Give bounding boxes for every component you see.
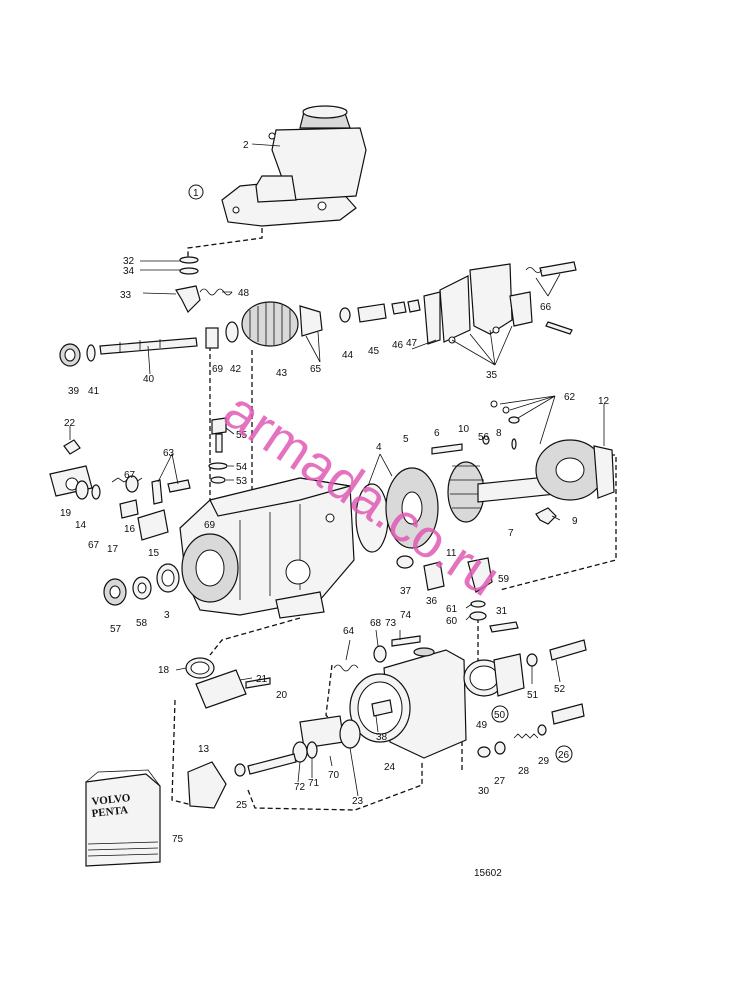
governor-linkage-plates [423,261,577,345]
governor-shaft-assembly [59,299,421,367]
callout-43: 43 [276,368,288,379]
leader-lines [69,143,605,839]
callout-25: 25 [236,800,248,811]
callout-19: 19 [60,508,72,519]
instruction-manual: VOLVO PENTA [85,769,161,867]
callout-12: 12 [598,396,610,407]
callout-17: 17 [107,544,119,555]
callout-68: 68 [370,618,382,629]
callout-39: 39 [68,386,80,397]
callout-47: 47 [406,338,418,349]
callout-55: 55 [236,430,248,441]
callout-48: 48 [238,288,250,299]
callout-34: 34 [123,266,135,277]
left-side-components [49,439,191,541]
callout-5: 5 [403,434,409,445]
callout-16: 16 [124,524,136,535]
assembly-lines [171,228,617,811]
callout-3: 3 [164,610,170,621]
callout-63: 63 [163,448,175,459]
callout-27: 27 [494,776,506,787]
callout-65: 65 [310,364,322,375]
callout-30: 30 [478,786,490,797]
callout-60: 60 [446,616,458,627]
callout-20: 20 [276,690,288,701]
solenoid-and-valve-set [396,555,519,633]
callout-10: 10 [458,424,470,435]
callout-67-left: 67 [88,540,100,551]
callout-8: 8 [496,428,502,439]
callout-61: 61 [446,604,458,615]
callout-32: 32 [123,256,135,267]
drive-shaft-assembly [355,400,615,553]
callout-46: 46 [392,340,404,351]
hydraulic-head-assembly [187,635,467,809]
manual-brand-line1: VOLVO [91,792,131,808]
callout-72: 72 [294,782,306,793]
callout-52: 52 [554,684,566,695]
callout-70: 70 [328,770,340,781]
callout-24: 24 [384,762,396,773]
bleed-screw-set [208,417,228,484]
callout-50: 50 [494,710,506,721]
callout-54: 54 [236,462,248,473]
front-nut-washer-seal [103,563,180,606]
callout-49: 49 [476,720,488,731]
callout-38: 38 [376,732,388,743]
callout-13: 13 [198,744,210,755]
callout-41: 41 [88,386,100,397]
callout-31: 31 [496,606,508,617]
callout-1: 1 [193,188,199,199]
callout-29: 29 [538,756,550,767]
manual-brand-line2: PENTA [91,804,129,820]
callout-56: 56 [478,432,490,443]
callout-66: 66 [540,302,552,313]
callout-69-upper: 69 [212,364,224,375]
outlet-valve-set [463,639,587,758]
callout-33: 33 [120,290,132,301]
callout-26: 26 [558,750,570,761]
callout-67-right: 67 [124,470,136,481]
callout-42: 42 [230,364,242,375]
drawing-number: 15602 [474,868,502,879]
washer-and-lever-set [175,256,233,314]
pump-housing-body [179,477,355,619]
callout-18: 18 [158,665,170,676]
callout-44: 44 [342,350,354,361]
callout-35: 35 [486,370,498,381]
callout-labels: 1 2 3 4 5 6 7 8 9 10 11 12 13 14 15 16 1… [60,140,610,845]
callout-53: 53 [236,476,248,487]
cover-plate-and-seal [185,657,271,709]
callout-2: 2 [243,140,249,151]
callout-64: 64 [343,626,355,637]
callout-15: 15 [148,548,160,559]
callout-45: 45 [368,346,380,357]
callout-22: 22 [64,418,76,429]
callout-51: 51 [527,690,539,701]
callout-40: 40 [143,374,155,385]
callout-6: 6 [434,428,440,439]
callout-73: 73 [385,618,397,629]
callout-58: 58 [136,618,148,629]
callout-14: 14 [75,520,87,531]
callout-9: 9 [572,516,578,527]
callout-62: 62 [564,392,576,403]
callout-59: 59 [498,574,510,585]
callout-7: 7 [508,528,514,539]
callout-37: 37 [400,586,412,597]
governor-cover-housing [221,105,367,227]
callout-74: 74 [400,610,412,621]
callout-75: 75 [172,834,184,845]
callout-11: 11 [446,548,457,559]
callout-23: 23 [352,796,364,807]
callout-69-lower: 69 [204,520,216,531]
callout-4: 4 [376,442,382,453]
callout-21: 21 [256,674,268,685]
callout-71: 71 [308,778,320,789]
callout-28: 28 [518,766,530,777]
callout-36: 36 [426,596,438,607]
callout-57: 57 [110,624,122,635]
